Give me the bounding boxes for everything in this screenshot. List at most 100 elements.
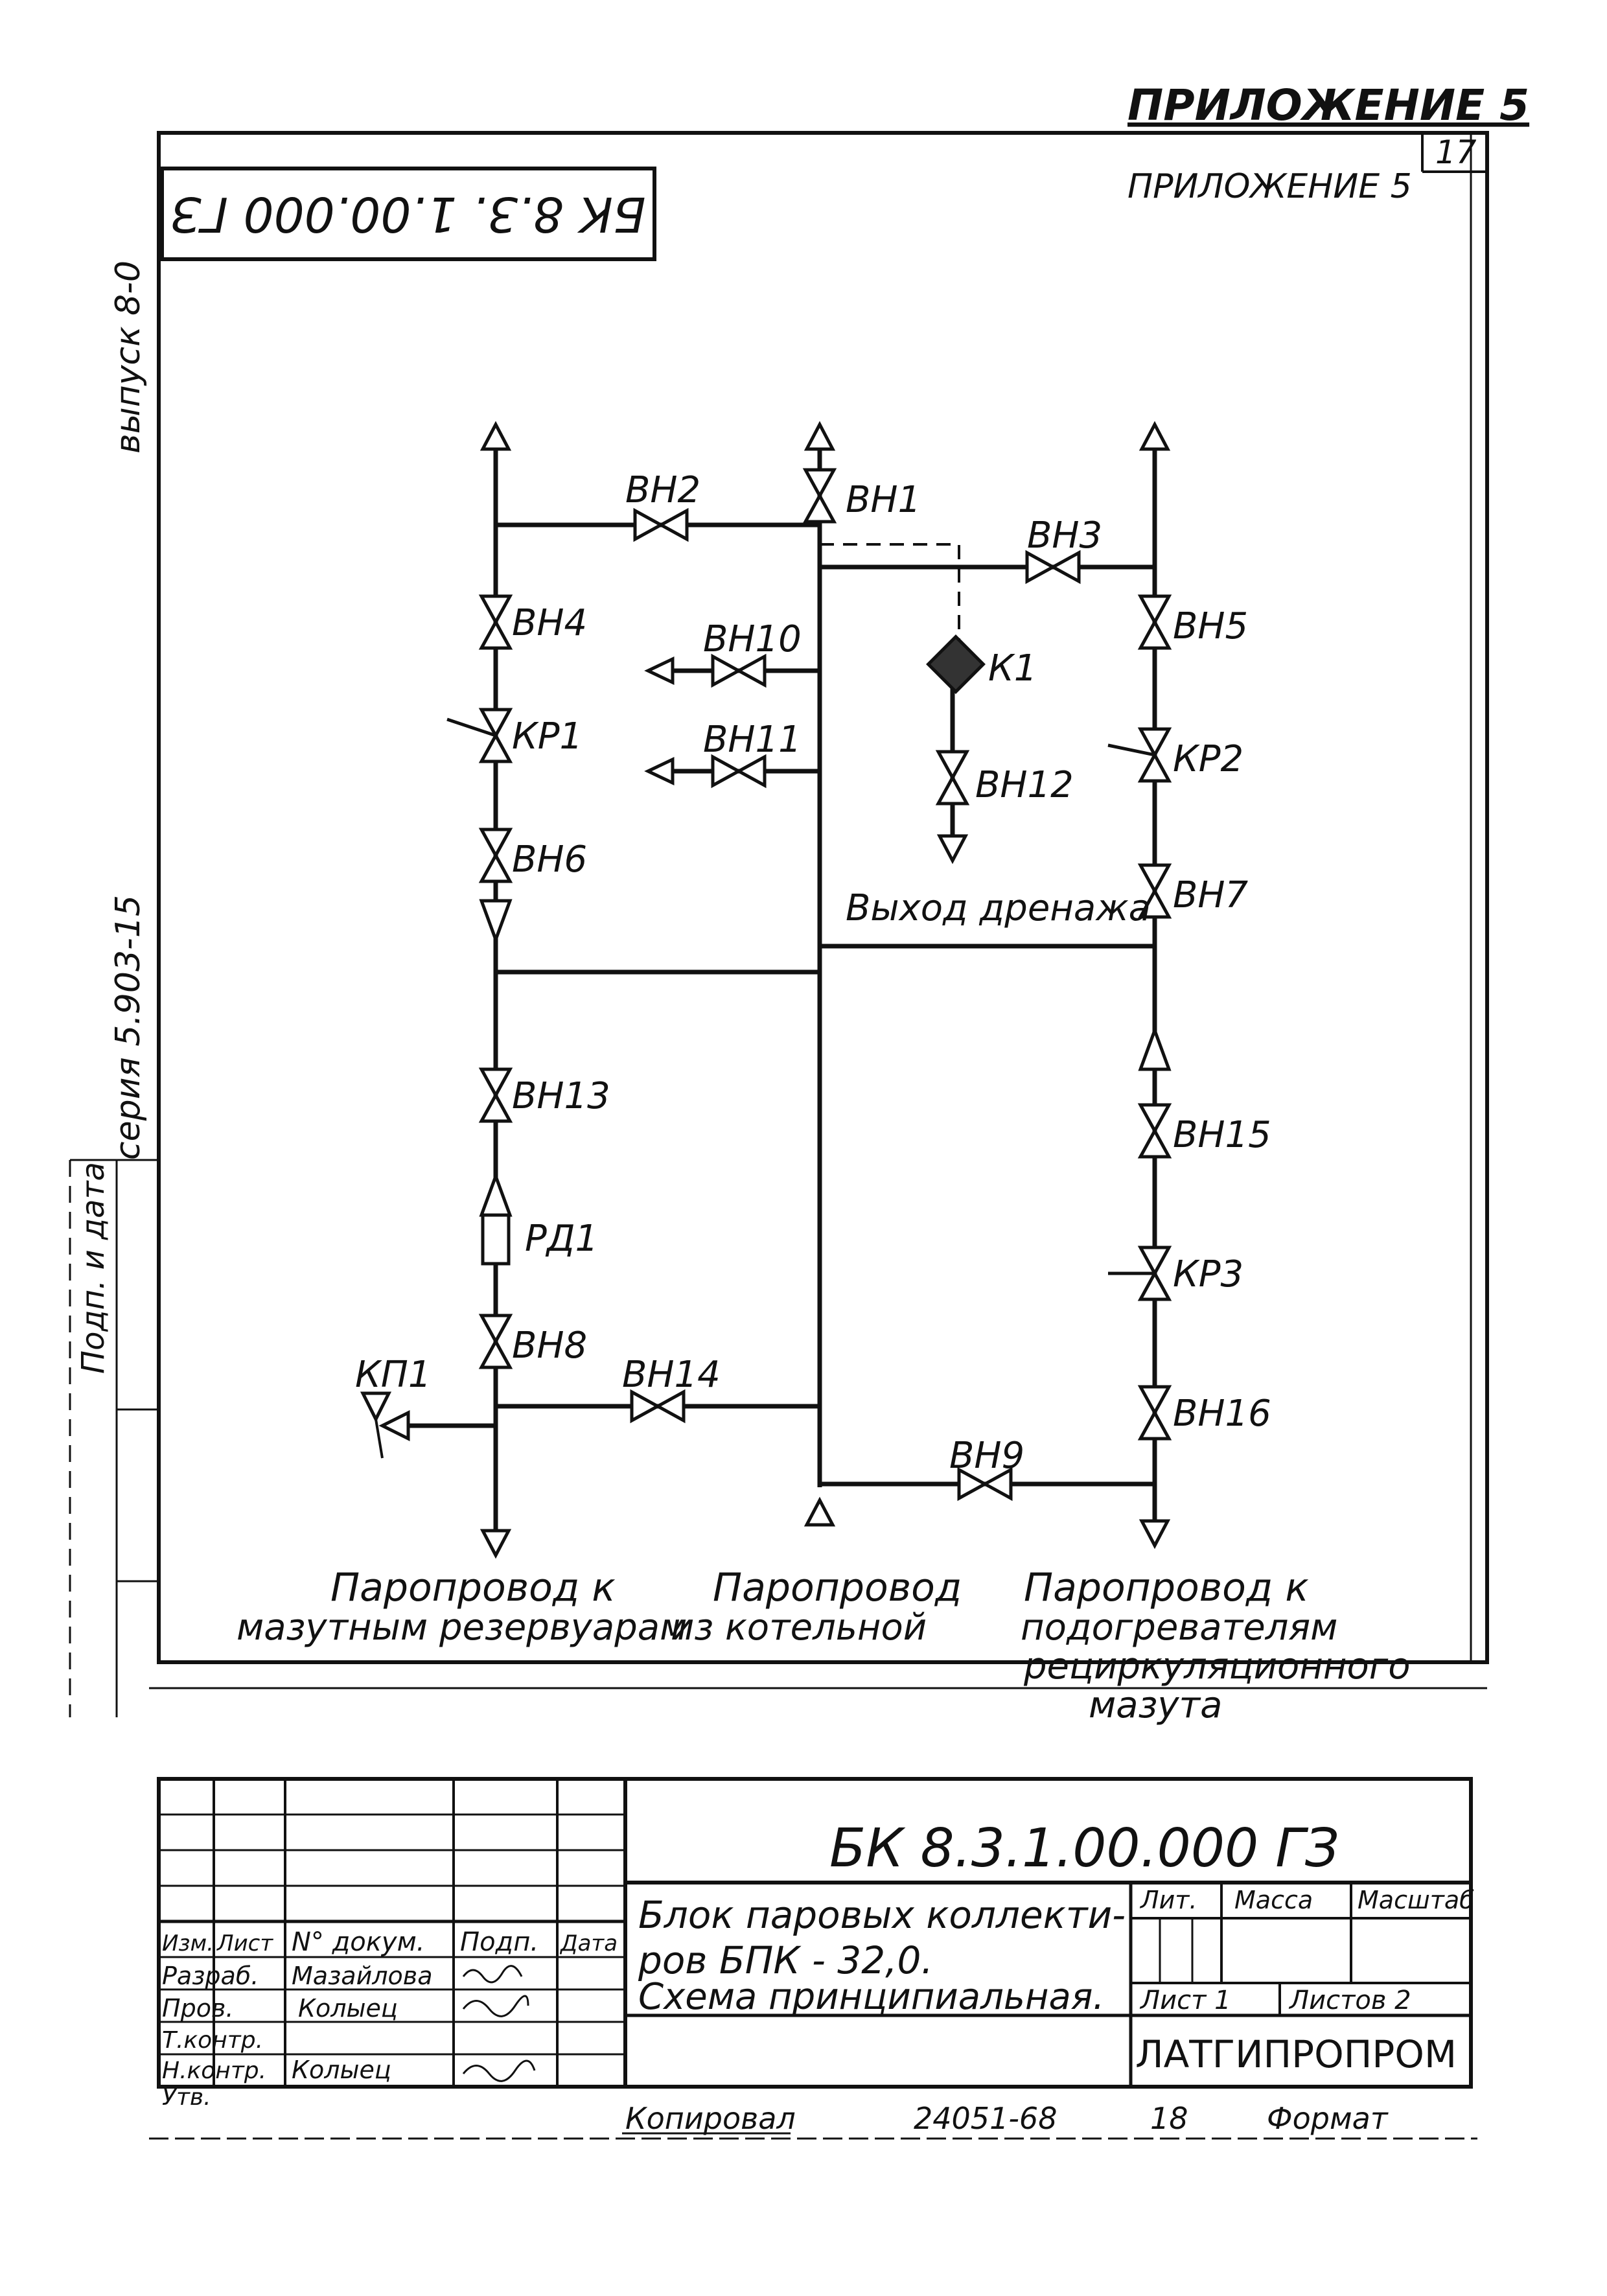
sheet-frame [149,131,1489,1689]
signature-norm-control [462,2059,536,2082]
pipe-right-line4: мазута [1089,1684,1222,1726]
safety-valve-kp1 [360,1391,410,1459]
pipe-right-line3: рециркуляционного [1023,1645,1410,1687]
title-block [157,1777,1473,2089]
arrow-up-boiler [807,1500,833,1525]
label-kr1: КР1 [512,715,583,758]
valve-vn16 [1140,1387,1169,1439]
drain-outlet-label: Выход дренажа [846,887,1151,929]
signature-block-label: Подп. и дата [75,1162,111,1374]
organization-name: ЛАТГИПРОПРОМ [1135,2032,1457,2076]
pipe-center-line1: Паропровод [713,1565,962,1610]
label-rd1: РД1 [525,1218,598,1260]
flow-arrow-rd1 [479,1171,513,1217]
sheets-total: Листов 2 [1288,1986,1411,2015]
footer-copied: Копировал [625,2101,796,2136]
arrow-down-right [1142,1521,1168,1546]
name-developer: Мазайлова [292,1962,432,1990]
footer-page: 18 [1150,2101,1188,2136]
label-vn2: ВН2 [625,469,700,511]
valve-vn2 [635,511,687,539]
col-header-sheet: Лист [216,1931,273,1956]
label-vn14: ВН14 [622,1354,721,1396]
valve-vn5 [1140,596,1169,648]
role-tech-control: Т.контр. [162,2027,263,2054]
label-vn4: ВН4 [512,602,587,644]
col-header-sign: Подп. [460,1927,538,1957]
label-vn5: ВН5 [1173,605,1248,647]
valve-vn8 [481,1316,510,1367]
pipe-right-line1: Паропровод к [1024,1565,1309,1610]
label-vn15: ВН15 [1173,1114,1271,1156]
label-vn10: ВН10 [703,618,802,660]
stamp-box [160,167,656,261]
label-vn12: ВН12 [975,764,1074,806]
role-approved: Утв. [162,2084,211,2111]
label-k1: К1 [988,647,1037,690]
drawing-code: БК 8.3.1.00.000 ГЗ [829,1818,1339,1879]
valve-vn14 [632,1392,684,1421]
label-vn6: ВН6 [512,839,587,881]
valve-vn15 [1140,1105,1169,1157]
title-line-1: Блок паровых коллекти- [638,1893,1126,1937]
valve-vn3 [1027,553,1079,581]
title-line-3: Схема принципиальная. [638,1976,1104,2018]
label-vn11: ВН11 [703,719,802,761]
arrow-down-left [483,1531,509,1555]
regulator-rd1 [481,1213,511,1266]
col-header-change: Изм. [162,1931,214,1956]
series-label: серия 5.903-15 [109,895,148,1160]
label-kr2: КР2 [1173,738,1243,780]
page-number: 17 [1435,133,1477,171]
arrow-left-vn10 [648,659,673,682]
role-norm-control: Н.контр. [162,2058,266,2084]
name-norm-control: Колыец [292,2056,391,2084]
mass-header: Масса [1234,1886,1313,1914]
pipe-center-line2: из котельной [671,1606,927,1649]
arrow-down-drain [940,836,965,861]
actuator-kr2 [1107,743,1155,757]
appendix-inner-label: ПРИЛОЖЕНИЕ 5 [1127,167,1412,206]
appendix-top-label: ПРИЛОЖЕНИЕ 5 [1127,80,1529,130]
margin-stamp-frame [69,1159,159,1717]
signature-developer [462,1965,523,1984]
role-developer: Разраб. [162,1962,259,1990]
lit-header: Лит. [1139,1886,1197,1914]
valve-vn6 [481,829,510,881]
stamp-code: БК 8.3. 1.00.000 ГЗ [170,186,645,242]
footer-number: 24051-68 [914,2101,1057,2136]
label-vn13: ВН13 [512,1075,610,1117]
valve-vn1 [805,470,834,522]
arrow-up-center [807,424,833,449]
col-header-date: Дата [559,1931,618,1956]
footer-format: Формат [1267,2101,1389,2136]
pipe-left-line1: Паропровод к [330,1565,616,1610]
issue-label: выпуск 8-0 [109,261,148,454]
actuator-kr1 [446,717,496,737]
label-vn9: ВН9 [949,1435,1024,1477]
label-kp1: КП1 [355,1354,432,1396]
steam-trap-k1 [926,634,986,694]
arrow-up-right [1142,424,1168,449]
arrow-left-vn11 [648,760,673,783]
name-checker: Колыец [298,1994,398,2023]
valve-vn10 [713,656,765,685]
valve-vn11 [713,757,765,785]
signature-checker [462,1995,529,2017]
arrow-up-left [483,424,509,449]
scale-header: Масштаб [1358,1886,1475,1914]
pipe-right-line2: подогревателям [1021,1606,1337,1649]
role-checker: Пров. [162,1994,233,2023]
valve-vn13 [481,1069,510,1121]
label-vn3: ВН3 [1027,515,1102,557]
valve-vn4 [481,596,510,648]
label-vn8: ВН8 [512,1325,587,1367]
valve-vn12 [938,752,967,804]
label-vn1: ВН1 [846,479,921,521]
col-header-docnum: N° докум. [292,1927,425,1957]
title-line-2: ров БПК - 32,0. [638,1938,933,1982]
pipe-left-line2: мазутным резервуарам [237,1606,687,1649]
label-vn16: ВН16 [1173,1393,1271,1435]
sheet-number: Лист 1 [1139,1986,1231,2015]
